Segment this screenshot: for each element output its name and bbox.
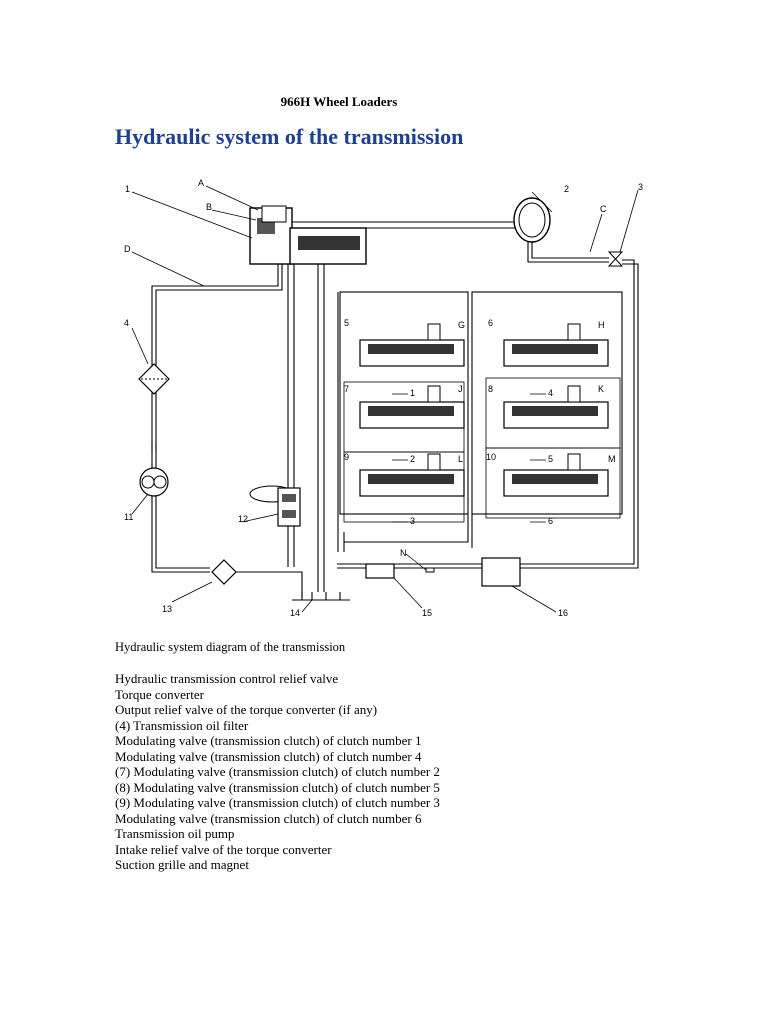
parts-list-item: (8) Modulating valve (transmission clutc… [115, 779, 440, 795]
torque-converter-2 [513, 197, 551, 243]
modulating-valve-5 [359, 323, 465, 367]
parts-list: Hydraulic transmission control relief va… [115, 671, 440, 873]
label-L: L [458, 454, 464, 464]
label-D: D [124, 244, 131, 254]
parts-list-item: Output relief valve of the torque conver… [115, 702, 378, 717]
label-K: K [598, 384, 605, 394]
relief-valve-15 [365, 563, 395, 579]
page-title: Hydraulic system of the transmission [115, 124, 464, 149]
parts-list-item: (9) Modulating valve (transmission clutc… [115, 795, 440, 810]
label-16: 16 [558, 608, 569, 618]
label-14: 14 [290, 608, 301, 618]
label-4: 4 [124, 318, 130, 328]
parts-list-item: Modulating valve (transmission clutch) o… [115, 733, 422, 748]
parts-list-item: Torque converter [115, 686, 204, 702]
label-11: 11 [124, 512, 134, 522]
label-2: 2 [564, 184, 570, 194]
parts-list-item: Hydraulic transmission control relief va… [115, 671, 339, 686]
relief-valve-12 [249, 485, 301, 527]
modulating-valve-6 [503, 323, 609, 367]
suction-filter-13 [211, 559, 237, 585]
modulating-valve-10 [503, 453, 609, 497]
parts-list-item: Transmission oil pump [115, 826, 235, 841]
label-B: B [206, 202, 213, 212]
label-M: M [608, 454, 616, 464]
label-10: 10 [486, 452, 497, 462]
label-15: 15 [422, 608, 433, 618]
label-N: N [400, 548, 407, 558]
diagram-caption: Hydraulic system diagram of the transmis… [115, 640, 346, 654]
diagram-labels: 1 A B 2 3 C D 4 5 G 6 H 7 J 8 K 9 L 10 M… [112, 172, 662, 622]
clutch-label-3: 3 [410, 516, 416, 526]
label-8: 8 [488, 384, 494, 394]
label-5: 5 [344, 318, 350, 328]
label-A: A [198, 178, 205, 188]
parts-list-item: Intake relief valve of the torque conver… [115, 841, 332, 857]
modulating-valve-8 [503, 385, 609, 429]
label-3: 3 [638, 182, 644, 192]
parts-list-item: Suction grille and magnet [115, 857, 249, 872]
clutch-label-5: 5 [548, 454, 554, 464]
clutch-label-2: 2 [410, 454, 416, 464]
label-6: 6 [488, 318, 494, 328]
label-G: G [458, 320, 466, 330]
label-13: 13 [162, 604, 173, 614]
modulating-valve-7 [359, 385, 465, 429]
hydraulic-system-diagram [131, 185, 639, 613]
label-7: 7 [344, 384, 350, 394]
label-9: 9 [344, 452, 350, 462]
clutch-label-4: 4 [548, 388, 554, 398]
label-J: J [458, 384, 463, 394]
label-12: 12 [238, 514, 249, 524]
label-C: C [600, 204, 607, 214]
label-H: H [598, 320, 605, 330]
parts-list-item: (7) Modulating valve (transmission clutc… [115, 764, 440, 779]
parts-list-item: Modulating valve (transmission clutch) o… [115, 748, 422, 764]
clutch-label-6: 6 [548, 516, 554, 526]
parts-list-item: (4) Transmission oil filter [115, 717, 249, 733]
modulating-valve-9 [359, 453, 465, 497]
clutch-label-1: 1 [410, 388, 416, 398]
label-1: 1 [125, 184, 131, 194]
parts-list-item: Modulating valve (transmission clutch) o… [115, 810, 422, 826]
relief-valve-1 [249, 205, 367, 265]
component-16 [481, 557, 521, 587]
document-header: 966H Wheel Loaders [280, 94, 398, 109]
